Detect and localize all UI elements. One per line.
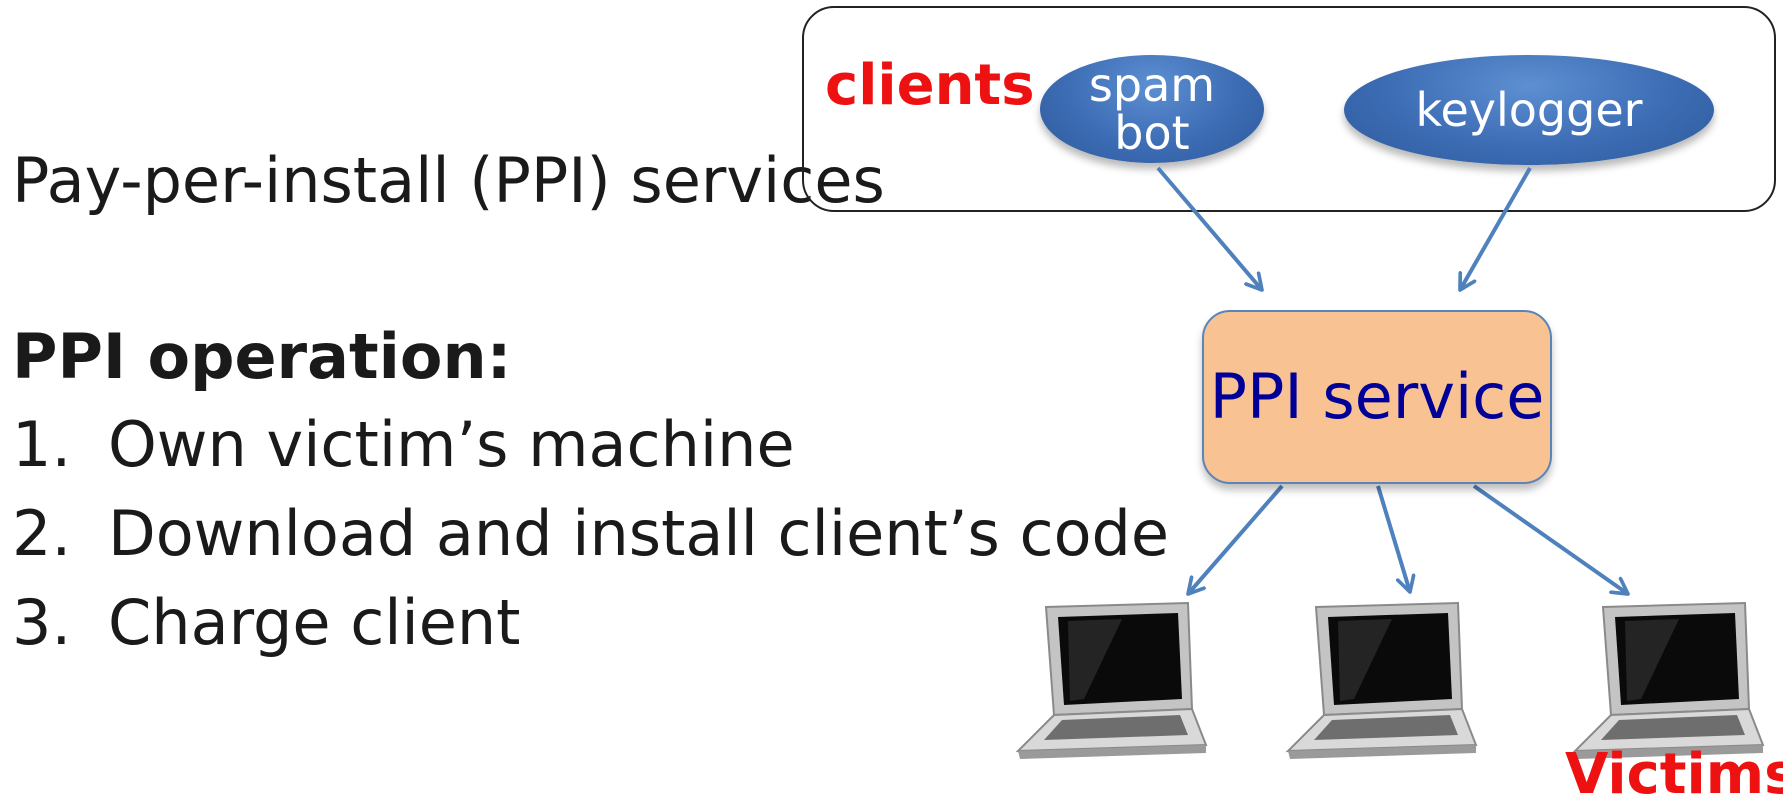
laptop-icon bbox=[1015, 601, 1208, 759]
keylogger-node: keylogger bbox=[1344, 55, 1714, 165]
step-number: 1. bbox=[12, 408, 72, 481]
keylogger-label: keylogger bbox=[1415, 82, 1643, 137]
clients-group-box bbox=[802, 6, 1776, 212]
step-text: Download and install client’s code bbox=[108, 497, 1170, 570]
spam-bot-label: spam bot bbox=[1088, 57, 1216, 160]
ppi-service-node: PPI service bbox=[1202, 310, 1552, 484]
ppi-service-label: PPI service bbox=[1209, 360, 1545, 433]
step-text: Charge client bbox=[108, 586, 521, 659]
operation-heading: PPI operation: bbox=[12, 320, 512, 393]
arrow-service-to-victim-2 bbox=[1376, 485, 1410, 592]
arrow-service-to-victim-1 bbox=[1188, 484, 1284, 594]
intro-text: Pay-per-install (PPI) services bbox=[12, 144, 885, 217]
step-text: Own victim’s machine bbox=[108, 408, 795, 481]
laptop-icon bbox=[1285, 601, 1478, 759]
step-number: 2. bbox=[12, 497, 72, 570]
arrow-service-to-victim-3 bbox=[1472, 484, 1628, 594]
clients-label: clients bbox=[825, 53, 1035, 118]
victims-label: Victims bbox=[1565, 742, 1783, 807]
spam-bot-node: spam bot bbox=[1040, 55, 1264, 163]
step-number: 3. bbox=[12, 586, 72, 659]
laptop-icon bbox=[1572, 601, 1765, 759]
arrow-spambot-to-service bbox=[1156, 166, 1262, 290]
arrow-keylogger-to-service bbox=[1460, 167, 1532, 290]
